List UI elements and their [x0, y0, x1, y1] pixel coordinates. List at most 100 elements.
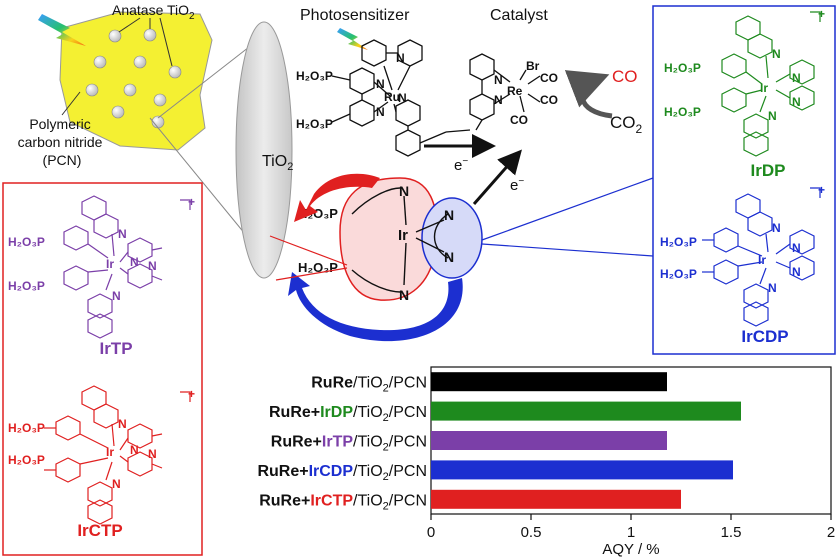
ir-label: Ir — [760, 81, 768, 95]
h2o3p-label: H₂O₃P — [296, 117, 333, 131]
n-label: N — [768, 281, 777, 295]
aqy-bar — [431, 372, 667, 392]
irtp-name: IrTP — [99, 339, 132, 358]
irdp-structure — [721, 11, 821, 157]
aqy-bar — [431, 401, 741, 421]
aqy-bar — [431, 460, 733, 480]
n-label: N — [772, 221, 781, 235]
svg-text:+: + — [818, 183, 825, 197]
n-label: N — [148, 447, 157, 461]
anatase-pointer — [159, 17, 173, 67]
category-label: RuRe+IrDP/TiO2/PCN — [269, 404, 427, 424]
svg-text:+: + — [188, 195, 195, 209]
diimine-ligand-shape — [421, 197, 483, 279]
re-label: Re — [507, 84, 523, 98]
n-label: N — [112, 477, 121, 491]
irtp-connector — [269, 235, 348, 266]
irdp-connector — [481, 177, 654, 241]
x-tick-label: 1.5 — [721, 524, 742, 541]
catalyst-label: Catalyst — [490, 7, 548, 24]
ircdp-labels: + H₂O₃P H₂O₃P Ir N N N N — [660, 183, 825, 295]
aqy-bar — [431, 431, 667, 450]
blue-curved-arrow — [288, 272, 463, 342]
n-label: N — [130, 443, 139, 457]
x-axis-label: AQY / % — [602, 541, 659, 558]
n-label: N — [792, 95, 801, 109]
irctp-name: IrCTP — [77, 521, 122, 540]
n-label: N — [376, 105, 385, 119]
h2o3p-label: H₂O₃P — [296, 69, 333, 83]
aqy-bar-chart: RuRe/TiO2/PCNRuRe+IrDP/TiO2/PCNRuRe+IrTP… — [257, 366, 835, 558]
n-label: N — [112, 289, 121, 303]
h2o3p-label: H₂O₃P — [664, 105, 701, 119]
x-tick-label: 2 — [827, 524, 835, 541]
pcn-pointer — [61, 91, 81, 116]
red-curved-arrow — [294, 173, 380, 222]
co-ligand-label: CO — [510, 113, 528, 127]
svg-text:+: + — [188, 387, 195, 401]
n-label: N — [148, 259, 157, 273]
irtp-ircp-box — [2, 182, 203, 556]
irctp-connector — [275, 267, 348, 281]
anatase-label: Anatase TiO2 — [112, 2, 195, 22]
irtp-structure — [63, 195, 191, 339]
tio2-particle — [235, 21, 293, 279]
ir-label: Ir — [398, 227, 408, 244]
irdp-ircdp-box — [652, 5, 836, 355]
n-label: N — [118, 417, 127, 431]
ir-label: Ir — [758, 253, 766, 267]
h2o3p-label: H₂O₃P — [8, 235, 45, 249]
tio2-nanoparticles — [85, 28, 182, 129]
photosensitizer-header: Photosensitizer Catalyst — [300, 7, 548, 50]
n-label: N — [398, 91, 407, 105]
co-ligand-label: CO — [540, 71, 558, 85]
photosensitizer-label: Photosensitizer — [300, 7, 410, 24]
n-label: N — [792, 71, 801, 85]
h2o3p-label: H₂O₃P — [664, 61, 701, 75]
category-label: RuRe+IrCTP/TiO2/PCN — [259, 492, 427, 512]
n-label: N — [792, 265, 801, 279]
category-label: RuRe/TiO2/PCN — [311, 375, 427, 395]
co2-reduction-arrow — [564, 70, 613, 119]
n-label: N — [768, 109, 777, 123]
ircdp-connector — [481, 243, 654, 257]
ir-label: Ir — [106, 257, 114, 271]
br-label: Br — [526, 59, 540, 73]
n-label: N — [792, 241, 801, 255]
ir-schematic: H₂O₃P H₂O₃P N N Ir N N — [288, 173, 483, 342]
n-label: N — [399, 287, 409, 303]
x-tick-label: 0.5 — [521, 524, 542, 541]
co-ligand-label: CO — [540, 93, 558, 107]
h2o3p-label: H₂O₃P — [660, 267, 697, 281]
n-label: N — [772, 47, 781, 61]
n-label: N — [494, 93, 503, 107]
ircdp-structure — [702, 187, 821, 327]
n-label: N — [376, 77, 385, 91]
irctp-labels: + H₂O₃P H₂O₃P Ir N N N N — [8, 387, 195, 491]
x-tick-label: 0 — [427, 524, 435, 541]
n-label: N — [118, 227, 127, 241]
irtp-labels: + H₂O₃P H₂O₃P Ir N N N N — [8, 195, 195, 303]
zoom-line — [149, 117, 251, 241]
light-bolt-icon — [38, 14, 86, 46]
ru-label: Ru — [384, 90, 400, 104]
svg-text:+: + — [818, 7, 825, 21]
n-label: N — [399, 183, 409, 199]
h2o3p-label: H₂O₃P — [660, 235, 697, 249]
irdp-name: IrDP — [751, 161, 786, 180]
co-product-label: CO — [612, 67, 638, 86]
rure-labels: H₂O₃P H₂O₃P Ru N N N N N N Re Br CO CO C… — [296, 51, 558, 131]
pcn-label: Polymeric carbon nitride (PCN) — [18, 116, 107, 168]
light-bolt-icon-small — [337, 28, 368, 50]
co2-reactant-label: CO2 — [610, 113, 643, 136]
h2o3p-label: H₂O₃P — [8, 279, 45, 293]
irctp-structure — [44, 385, 191, 525]
ircdp-name: IrCDP — [741, 327, 788, 346]
n-label: N — [130, 255, 139, 269]
rure-structure — [331, 39, 541, 157]
irdp-labels: + H₂O₃P H₂O₃P Ir N N N N — [664, 7, 825, 123]
ir-label: Ir — [106, 445, 114, 459]
electron-injection-arrow — [472, 149, 522, 205]
h2o3p-label: H₂O₃P — [8, 453, 45, 467]
